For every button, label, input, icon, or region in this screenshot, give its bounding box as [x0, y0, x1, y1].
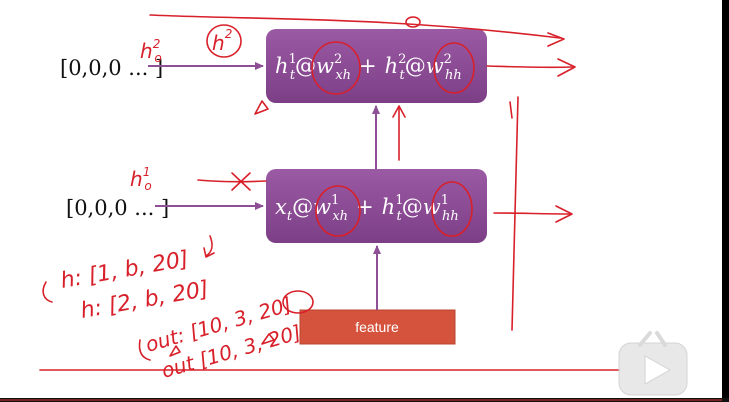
bottom-plus: + [356, 195, 374, 219]
ink-triangle-a [169, 345, 181, 357]
bottom-h-sub: t [396, 209, 402, 224]
top-h2-sub: t [399, 68, 405, 83]
ink-circle-top-wxh [311, 41, 361, 95]
ink-note-bracket-1 [42, 281, 53, 303]
ink-h2-circle [206, 24, 242, 58]
ink-top-output-arrowhead [557, 58, 576, 77]
top-h-sub: t [290, 68, 296, 83]
top-h2-sup: 2 [398, 52, 406, 67]
ink-h2-sup: 2 [225, 27, 233, 41]
top-h0-input-label: [0,0,0 ... ] [60, 56, 163, 80]
bottom-at1: @ [292, 195, 313, 219]
ink-note-arrow-2 [138, 339, 151, 361]
ink-bottom-output-arrowhead [555, 205, 573, 223]
top-at1: @ [295, 54, 316, 78]
bottom-w2-sup: 1 [441, 193, 449, 208]
ink-small-oval [405, 16, 421, 28]
ink-h2: h [212, 31, 225, 55]
ink-top-output-arrow [486, 65, 573, 69]
ink-circle-20 [282, 290, 314, 314]
ink-circle-bottom-whh [431, 181, 473, 237]
ink-vertical-line [511, 96, 519, 331]
ink-inner-vertical-head [392, 105, 406, 118]
ink-bottom-rule [39, 368, 621, 371]
bottom-h0-input-label: [0,0,0 ... ] [66, 196, 169, 220]
top-w2-sup: 2 [444, 52, 452, 67]
ink-cross-line [197, 179, 267, 183]
play-tv-icon[interactable] [618, 331, 688, 396]
ink-note-arrow-1 [203, 235, 215, 258]
ink-vertical-tick [509, 101, 513, 119]
ink-circle-bottom-wxh [315, 185, 361, 237]
bottom-x-sub: t [287, 209, 293, 224]
frame-right [722, 0, 729, 402]
ink-h0-bottom: h [130, 167, 143, 191]
svg-text:h2: h2 [212, 27, 232, 55]
ink-cross-x [231, 172, 251, 191]
ink-h0-bottom-sup: 1 [143, 165, 151, 179]
ink-h0-top: h [140, 39, 153, 63]
play-tv-icon-triangle [644, 355, 672, 385]
feature-block: feature [299, 309, 456, 345]
top-plus: + [359, 54, 377, 78]
ink-h0-top-sup: 2 [153, 37, 161, 51]
bottom-x: x [275, 195, 287, 219]
ink-h0-bottom-sub: o [144, 179, 151, 193]
top-h: h [275, 54, 289, 78]
ink-bottom-output-arrow [493, 212, 571, 215]
svg-text:h1o: h1o [130, 165, 152, 193]
ink-triangle-top [254, 100, 269, 115]
bottom-w2-sub: hh [442, 209, 459, 224]
bottom-w1-sub: xh [332, 209, 348, 224]
bottom-cell-box [266, 169, 487, 243]
bottom-at2: @ [402, 195, 423, 219]
ink-top-line [149, 14, 561, 39]
ink-triangle-b [261, 333, 275, 345]
bottom-h-sup: 1 [395, 193, 403, 208]
feature-label: feature [355, 319, 399, 335]
top-h2: h [385, 54, 399, 78]
ink-top-arrowhead [547, 32, 565, 47]
ink-h0-top-sub: o [154, 51, 161, 65]
top-at2: @ [405, 54, 426, 78]
top-w1-sup: 2 [334, 52, 342, 67]
ink-circle-top-whh [433, 42, 475, 94]
top-w1-sub: xh [335, 68, 351, 83]
bottom-w1-sup: 1 [331, 193, 339, 208]
bottom-h: h [382, 195, 396, 219]
top-h-sup: 1 [289, 52, 297, 67]
top-w2-sub: hh [445, 68, 462, 83]
svg-text:h2o: h2o [140, 37, 162, 65]
top-w1: w [316, 54, 334, 78]
play-tv-icon-antenna [638, 331, 667, 347]
